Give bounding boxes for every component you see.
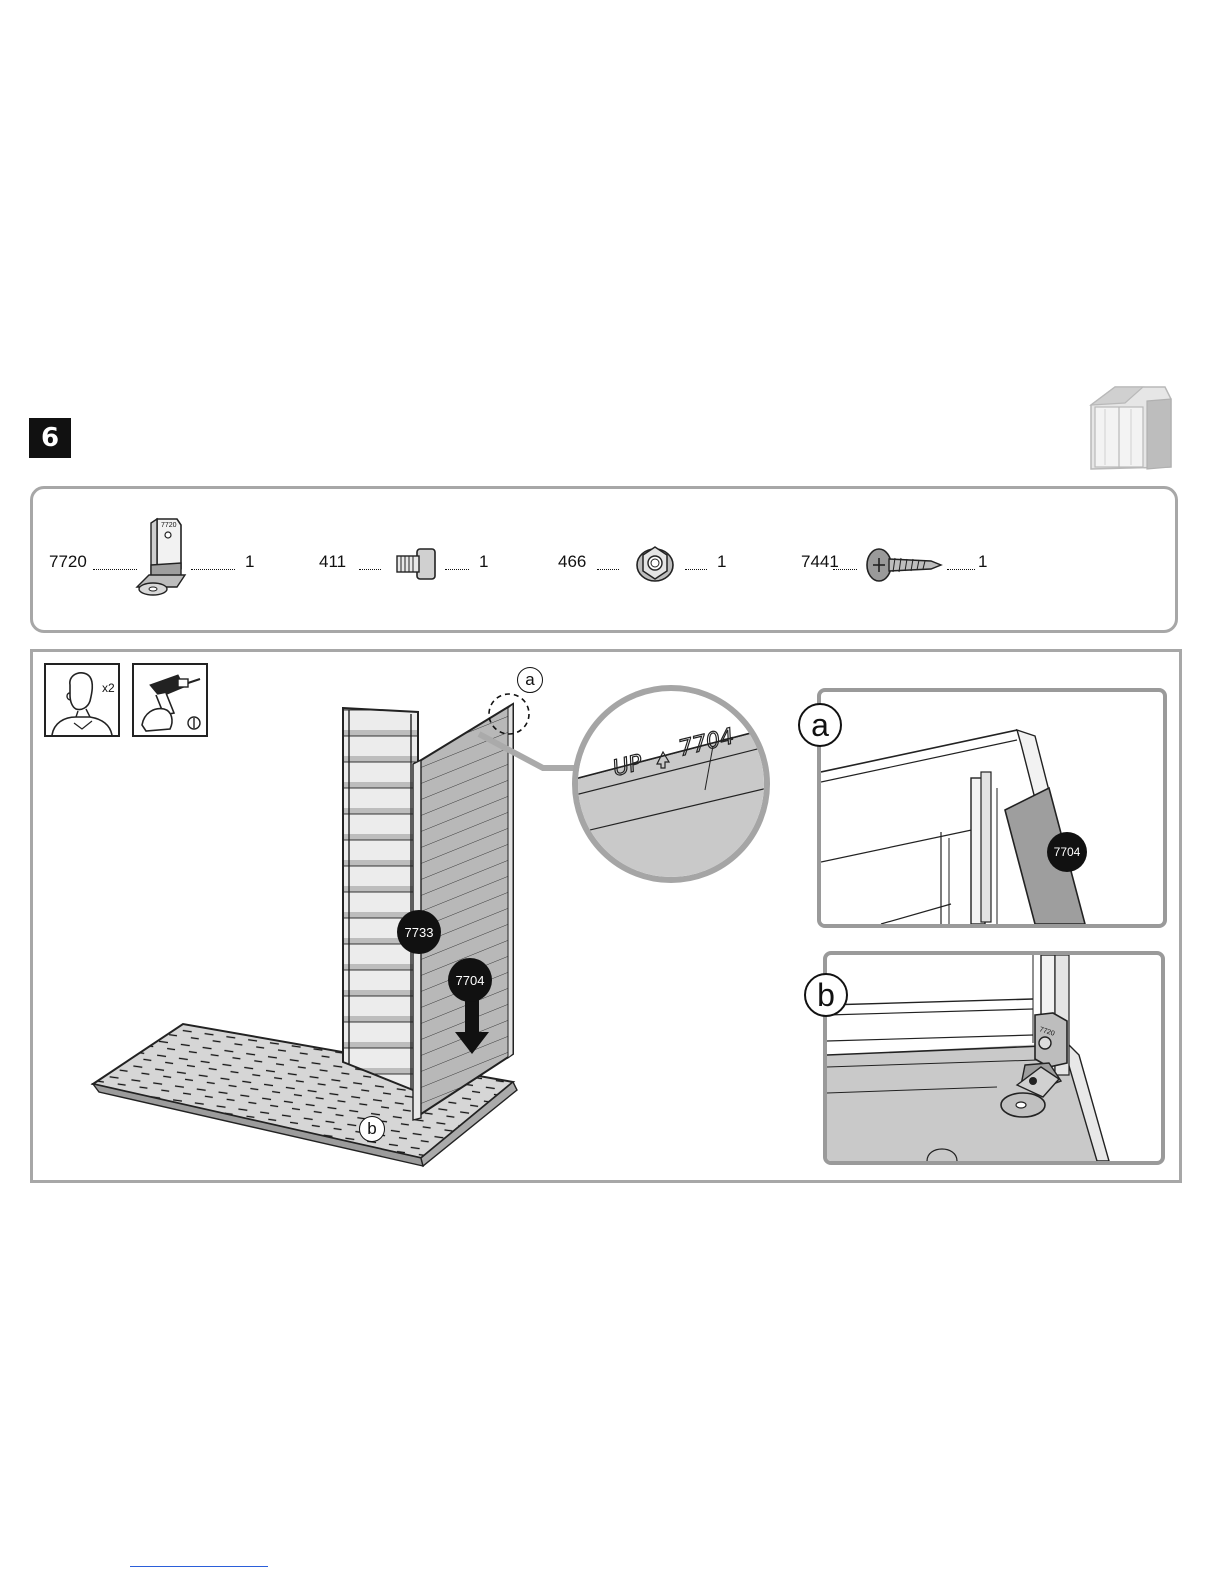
callout-side-panel: 7704	[448, 958, 492, 1002]
detail-a-callout: 7704	[1047, 832, 1087, 872]
bracket-stamp-text: 7720	[161, 522, 177, 529]
part-quantity: 1	[717, 552, 726, 572]
detail-a-letter: a	[798, 703, 842, 747]
dotted-leader	[191, 569, 235, 570]
part-quantity: 1	[479, 552, 488, 572]
dotted-leader	[597, 569, 619, 570]
detail-panel-a: 7704	[817, 688, 1167, 928]
flange-nut-icon	[633, 541, 677, 585]
dotted-leader	[947, 569, 975, 570]
part-quantity: 1	[978, 552, 987, 572]
l-bracket-icon: 7720	[127, 515, 193, 601]
step-number-badge: 6	[29, 418, 71, 458]
square-bolt-icon	[389, 545, 441, 585]
marker-a: a	[517, 667, 543, 693]
part-number: 7720	[49, 552, 87, 572]
part-number: 466	[558, 552, 586, 572]
part-number: 411	[319, 552, 346, 572]
dotted-leader	[359, 569, 381, 570]
divider-line	[130, 1566, 268, 1567]
detail-panel-b: 7720	[823, 951, 1165, 1165]
detail-b-letter: b	[804, 973, 848, 1017]
dotted-leader	[833, 569, 857, 570]
dotted-leader	[445, 569, 469, 570]
assembly-panel: x2	[30, 649, 1182, 1183]
callout-wall-panel: 7733	[397, 910, 441, 954]
part-quantity: 1	[245, 552, 254, 572]
detail-b-illustration: 7720	[827, 955, 1161, 1161]
marker-b: b	[359, 1116, 385, 1142]
dotted-leader	[685, 569, 707, 570]
parts-list-panel: 7720 7720 1 411 1 466 1 7441	[30, 486, 1178, 633]
detail-a-illustration	[821, 692, 1163, 924]
shed-progress-icon	[1085, 383, 1175, 473]
screw-icon	[865, 543, 943, 585]
